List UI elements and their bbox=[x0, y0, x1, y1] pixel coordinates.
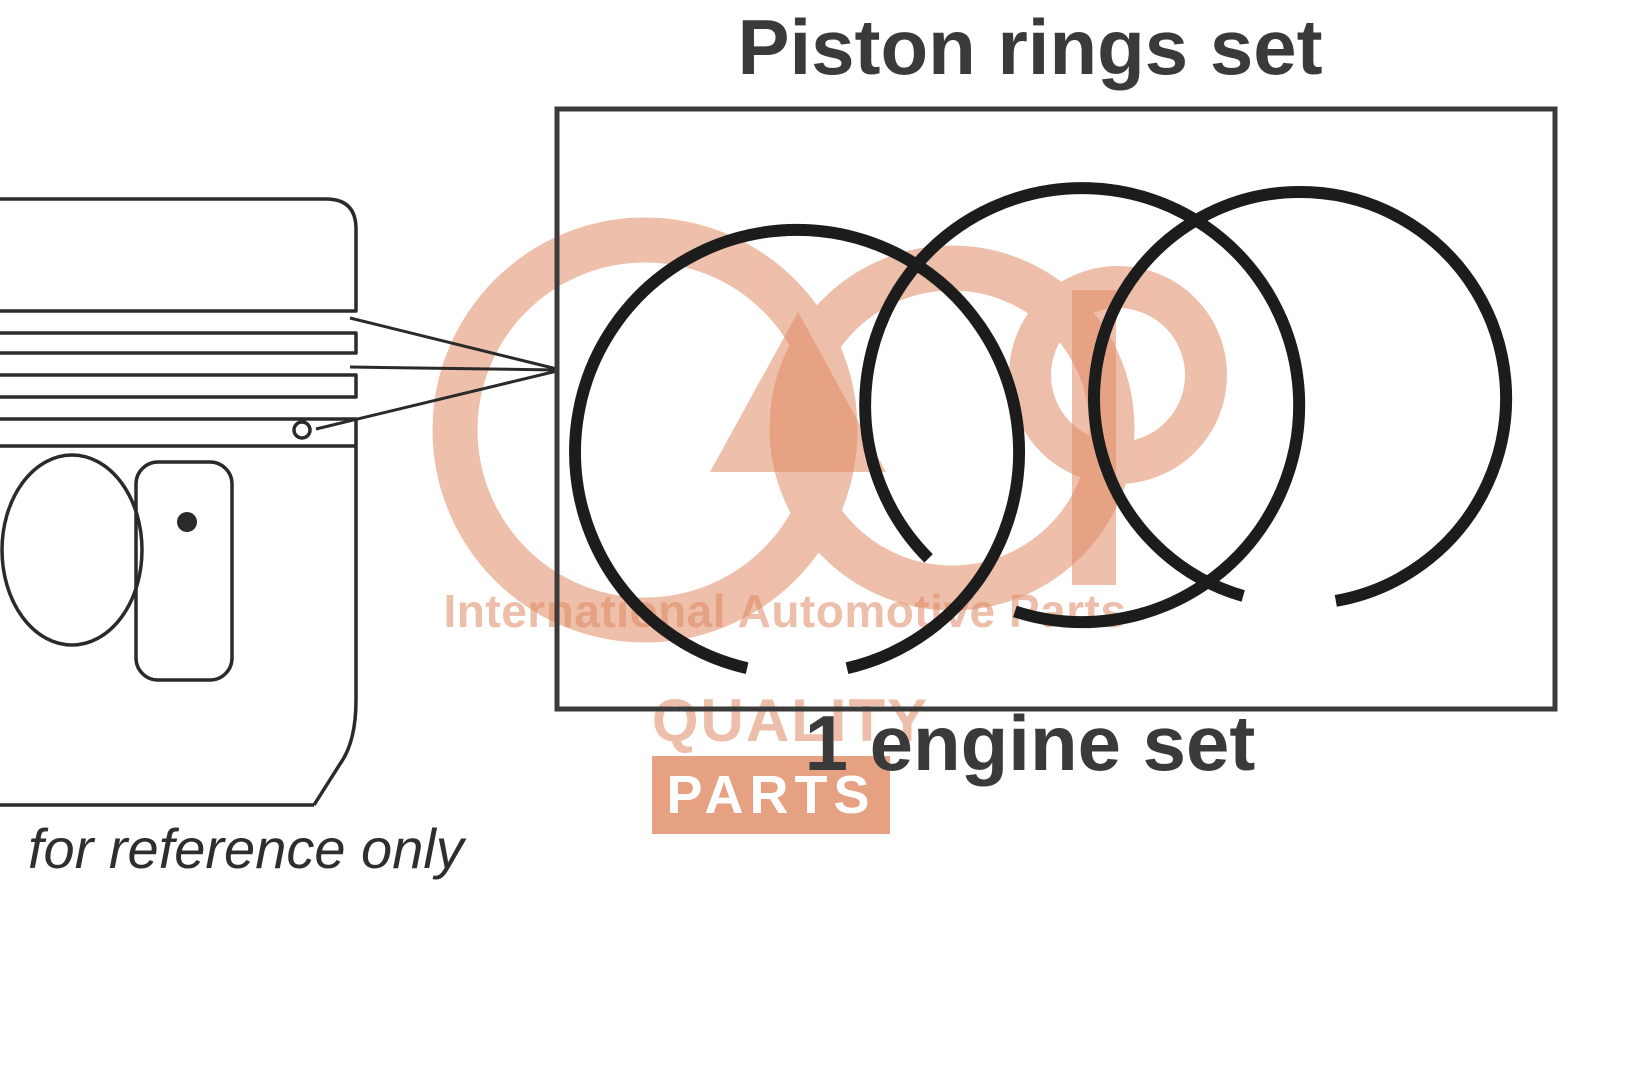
pointer-line-top bbox=[349, 316, 558, 371]
logo-letter-p-bowl-icon bbox=[1009, 266, 1227, 484]
piston-pin-bore bbox=[0, 453, 144, 647]
logo-circle-right-icon bbox=[769, 245, 1135, 611]
logo-circle-left-icon bbox=[432, 217, 858, 643]
piston-crown-outline bbox=[0, 197, 358, 230]
piston-right-edge bbox=[312, 229, 358, 806]
piston-snap-ring-dot bbox=[177, 512, 197, 532]
piston-ring-3 bbox=[1088, 186, 1513, 607]
piston-ring-grooves bbox=[0, 309, 356, 448]
piston-boss-web bbox=[134, 460, 234, 682]
piston-ring-2 bbox=[859, 182, 1306, 629]
logo-triangle-icon bbox=[710, 312, 886, 472]
pointer-line-middle bbox=[349, 365, 558, 372]
piston-rings-set bbox=[569, 182, 1513, 675]
pointer-lines bbox=[315, 316, 558, 431]
reference-note: for reference only bbox=[28, 817, 464, 880]
logo-letter-p-stem-icon bbox=[1072, 290, 1116, 585]
pointer-line-bottom bbox=[315, 369, 558, 431]
piston-cross-section bbox=[0, 197, 358, 807]
piston-oil-hole bbox=[292, 420, 312, 440]
diagram-title: Piston rings set bbox=[737, 3, 1323, 91]
engine-set-caption: 1 engine set bbox=[804, 699, 1256, 787]
rings-box bbox=[554, 106, 1558, 712]
watermark-company-name: International Automotive Parts bbox=[443, 585, 1127, 637]
piston-ring-1 bbox=[569, 223, 1026, 675]
